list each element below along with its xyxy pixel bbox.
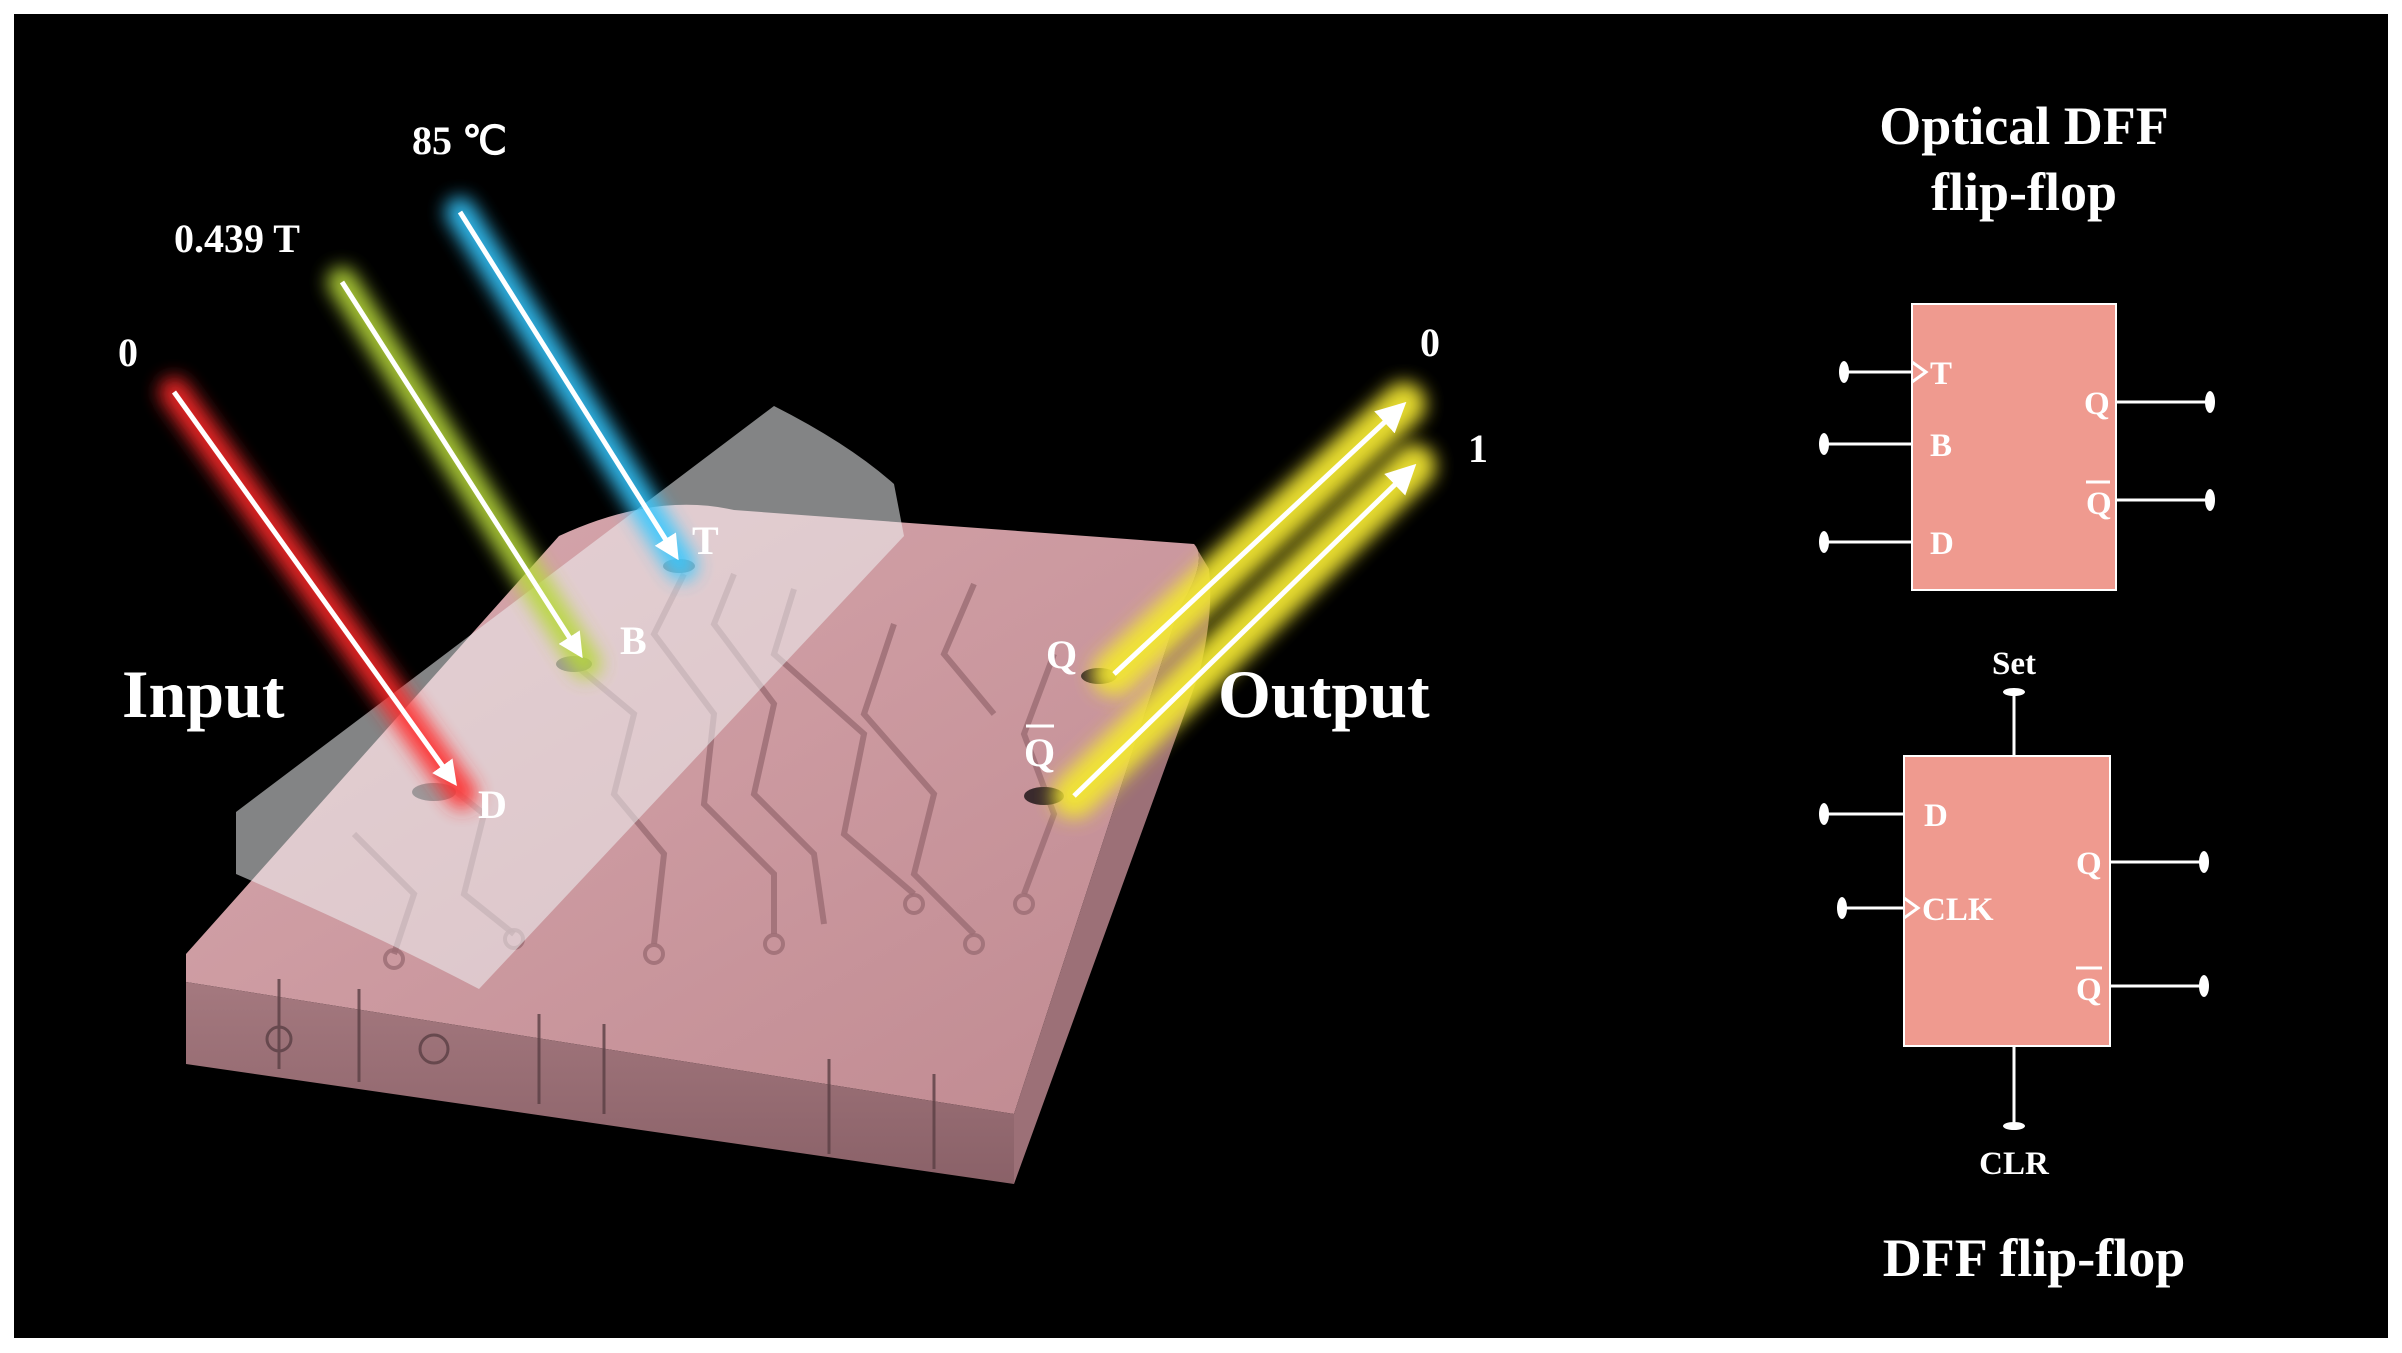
optical-dff-pin-d: D: [1930, 526, 1954, 562]
dff-terminal-clr: [2003, 1122, 2025, 1130]
optical-dff-terminal-t: [1839, 361, 1849, 383]
dff-terminal-q: [2199, 851, 2209, 873]
dff-terminal-clk: [1837, 897, 1847, 919]
beam-q-arrow: [1112, 401, 1407, 676]
beam-d-arrow: [171, 390, 457, 787]
optical-dff-terminal-b: [1819, 433, 1829, 455]
diagram-canvas: 0 0.439 T 85 ℃ Input T B D Q Q 0 1 Outpu…: [118, 96, 2215, 1288]
optical-dff-terminal-qbar: [2205, 489, 2215, 511]
dff-pin-q: Q: [2076, 846, 2102, 882]
optical-dff-pin-t: T: [1930, 356, 1952, 392]
beam-qbar-arrow: [1072, 463, 1417, 798]
optical-dff-block: Optical DFF flip-flop T B D Q Q: [1819, 96, 2215, 591]
chip-edge-details: [265, 979, 936, 1169]
beam-b-arrow: [339, 280, 583, 659]
optical-dff-terminal-d: [1819, 531, 1829, 553]
output-q-value: 0: [1420, 320, 1440, 365]
dff-terminal-d: [1819, 803, 1829, 825]
port-label-t: T: [692, 518, 719, 563]
input-caption: Input: [122, 656, 285, 732]
dff-terminal-qbar: [2199, 975, 2209, 997]
dff-terminal-set: [2003, 688, 2025, 696]
port-label-q: Q: [1046, 632, 1077, 677]
port-label-b: B: [620, 618, 647, 663]
dff-block: Set CLR D CLK Q Q DFF flip-flop: [1819, 646, 2209, 1288]
optical-dff-title-line2: flip-flop: [1931, 162, 2117, 222]
chip-front-edge: [186, 954, 1014, 1184]
input-t-value: 85 ℃: [412, 118, 507, 163]
port-label-qbar: Q: [1024, 730, 1055, 775]
optical-dff-pin-q: Q: [2084, 386, 2110, 422]
input-beams: [159, 197, 697, 809]
dff-title: DFF flip-flop: [1883, 1228, 2185, 1288]
dff-pin-clk: CLK: [1922, 892, 1994, 928]
input-d-value: 0: [118, 330, 138, 375]
optical-dff-clock-triangle: [1911, 360, 1929, 384]
translucent-sheet: [236, 406, 904, 989]
input-b-value: 0.439 T: [174, 216, 300, 261]
dff-pin-d: D: [1924, 798, 1948, 834]
dff-clock-triangle: [1903, 896, 1921, 920]
dff-box: [1903, 755, 2111, 1047]
optical-dff-pin-b: B: [1930, 428, 1952, 464]
optical-dff-box: [1911, 303, 2117, 591]
output-qbar-value: 1: [1468, 426, 1488, 471]
optical-dff-terminal-q: [2205, 391, 2215, 413]
diagram-frame: 0 0.439 T 85 ℃ Input T B D Q Q 0 1 Outpu…: [14, 14, 2388, 1338]
output-beams: [1052, 382, 1436, 818]
optical-dff-pin-qbar: Q: [2086, 486, 2112, 522]
port-label-d: D: [478, 782, 507, 827]
dff-pin-qbar: Q: [2076, 972, 2102, 1008]
output-caption: Output: [1218, 656, 1430, 732]
dff-pin-clr: CLR: [1979, 1146, 2050, 1182]
beam-t-arrow: [457, 210, 679, 561]
optical-dff-title-line1: Optical DFF: [1879, 96, 2168, 156]
dff-pin-set: Set: [1992, 646, 2036, 682]
